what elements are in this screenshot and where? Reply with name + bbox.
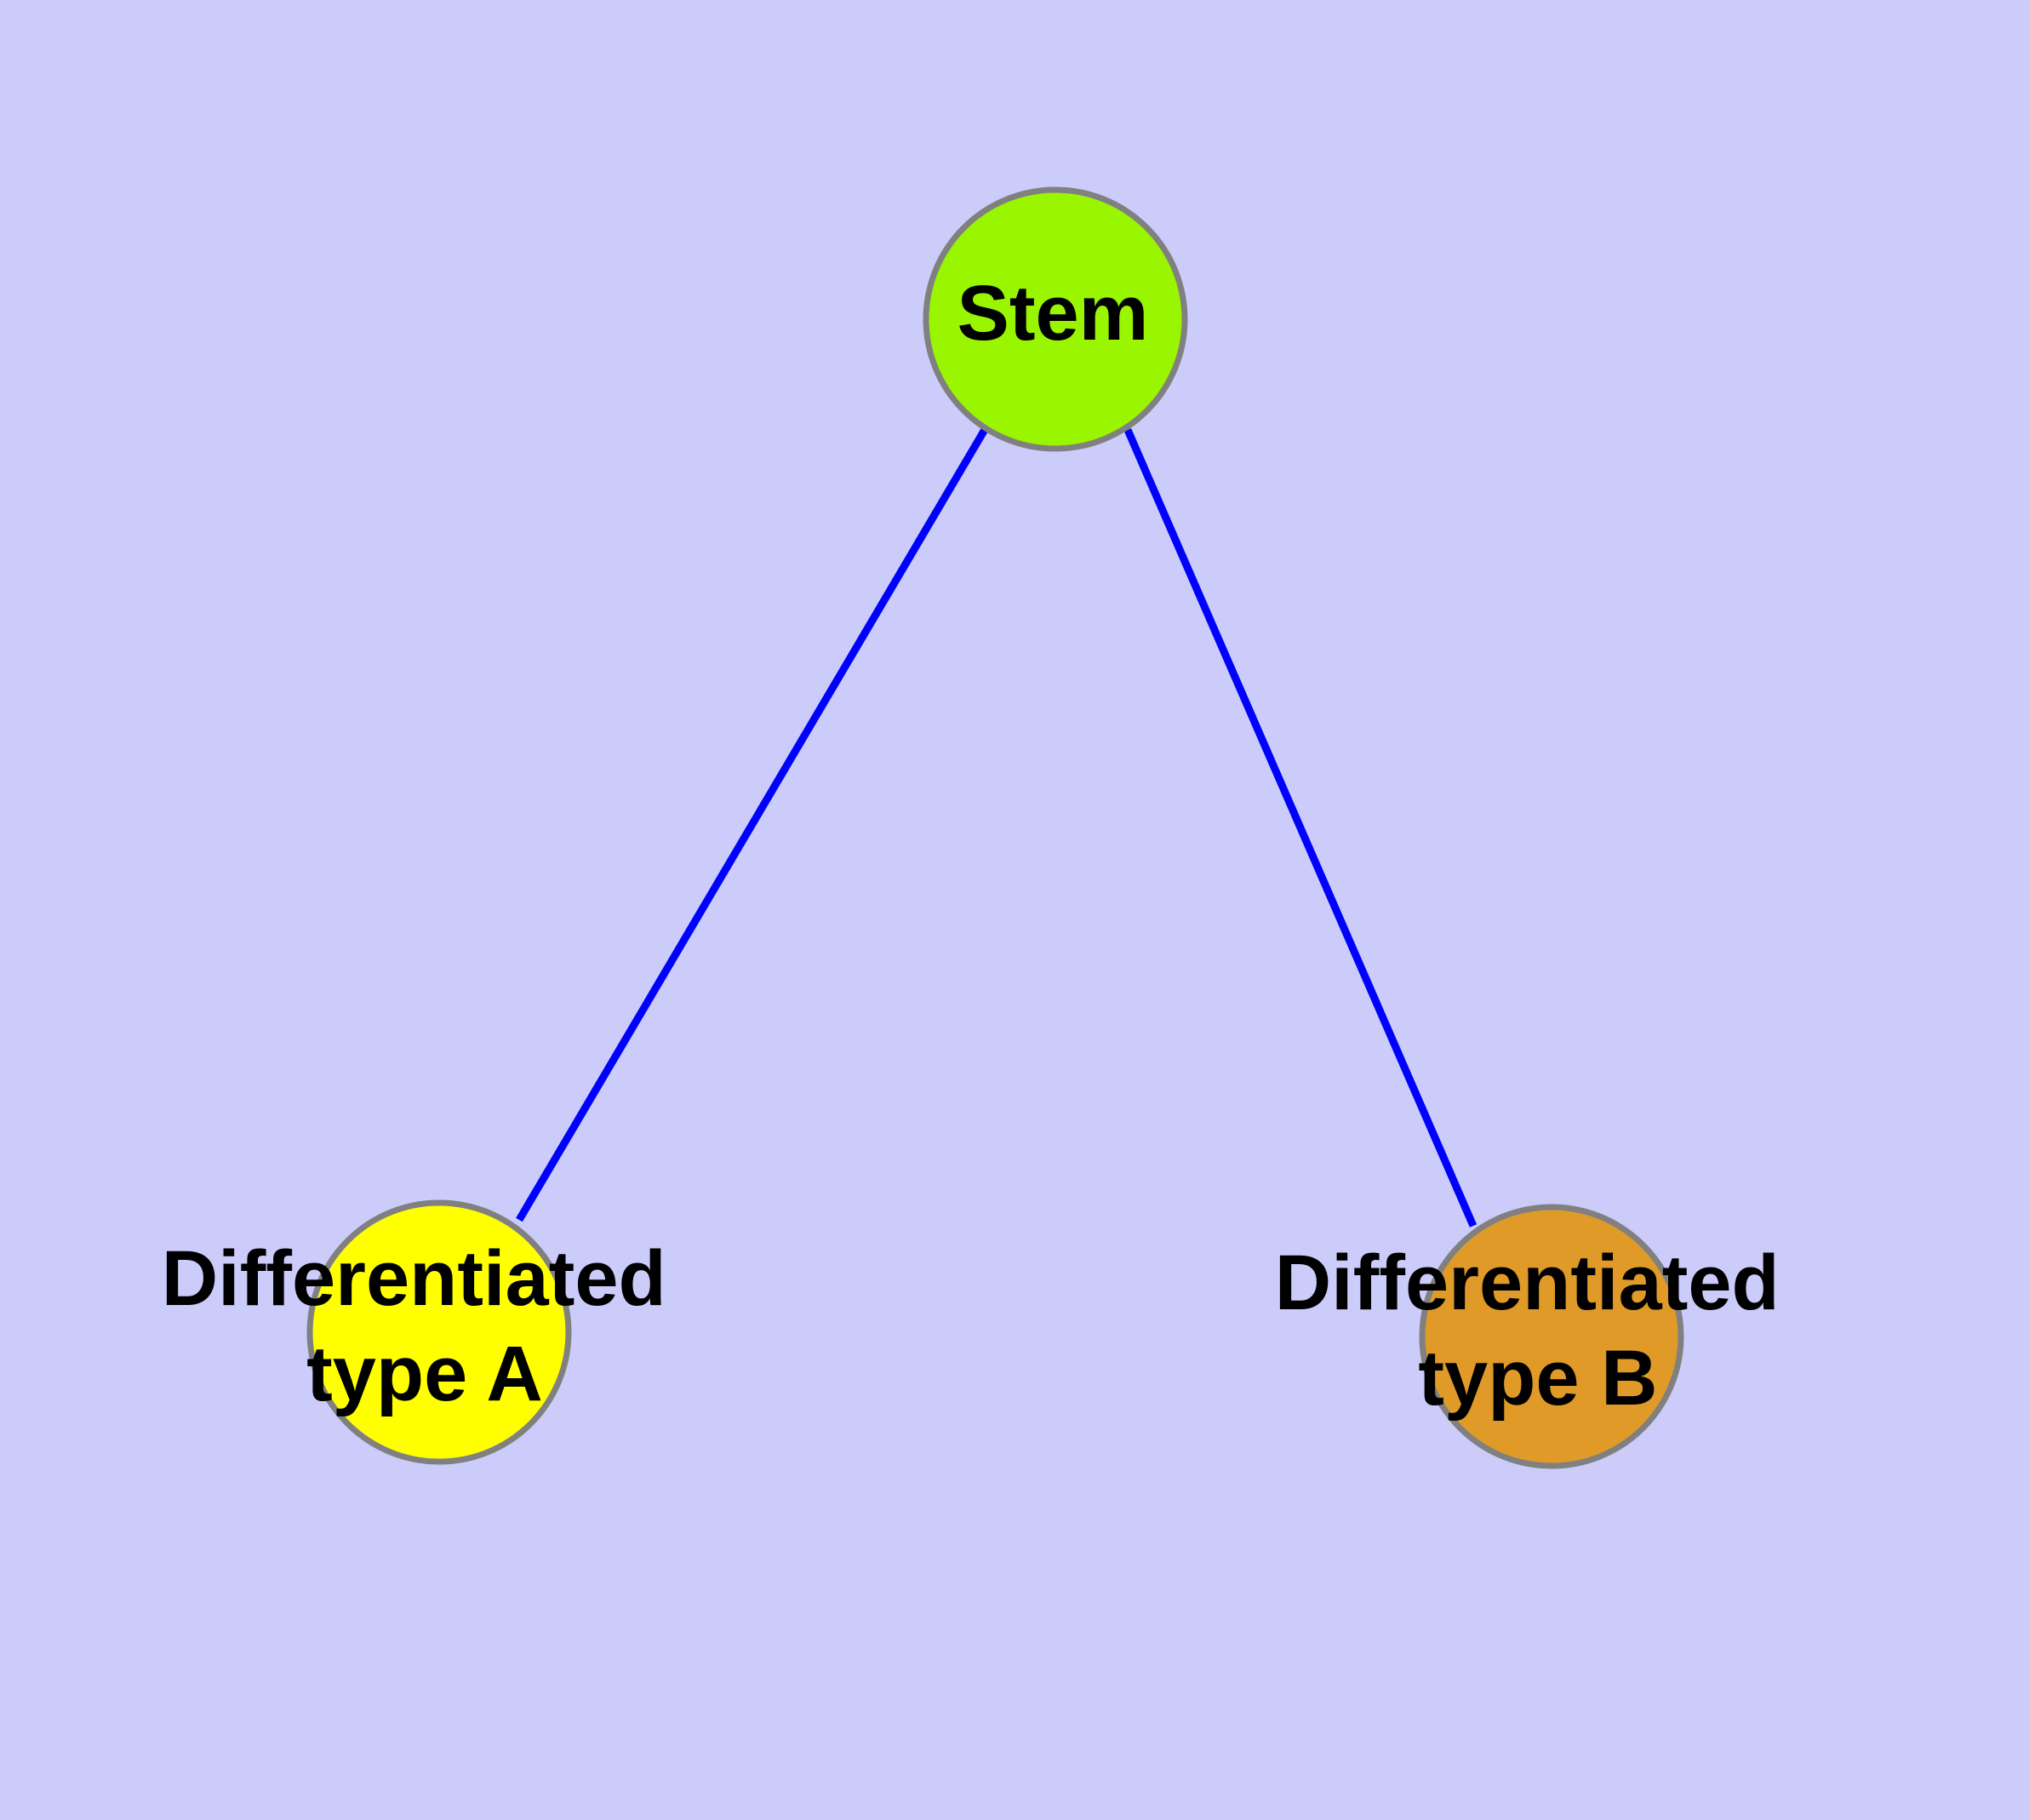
edge-stem-to-differentiated-type-b[interactable] bbox=[1123, 428, 1477, 1228]
node-differentiated-type-b-label-line2: type B bbox=[1418, 1335, 1657, 1422]
label-layer: Stem Differentiated type A Differentiate… bbox=[162, 270, 1802, 1422]
node-differentiated-type-a-label: Differentiated type A bbox=[162, 1235, 689, 1417]
node-differentiated-type-a-label-line2: type A bbox=[306, 1331, 543, 1417]
node-differentiated-type-b[interactable] bbox=[1419, 1204, 1684, 1469]
node-differentiated-type-a-circle[interactable] bbox=[306, 1199, 572, 1465]
edge-stem-to-differentiated-type-a[interactable] bbox=[516, 426, 989, 1222]
node-differentiated-type-a[interactable] bbox=[306, 1199, 572, 1465]
node-differentiated-type-b-label: Differentiated type B bbox=[1275, 1239, 1802, 1422]
node-differentiated-type-a-label-line1: Differentiated bbox=[162, 1235, 666, 1322]
node-stem-circle[interactable] bbox=[923, 186, 1188, 452]
node-stem-label: Stem bbox=[957, 270, 1149, 357]
node-layer bbox=[306, 186, 1684, 1469]
node-differentiated-type-b-circle[interactable] bbox=[1419, 1204, 1684, 1469]
node-stem-label-line1: Stem bbox=[957, 270, 1149, 357]
node-differentiated-type-b-label-line1: Differentiated bbox=[1275, 1239, 1780, 1326]
edge-layer bbox=[516, 426, 1477, 1228]
node-stem[interactable] bbox=[923, 186, 1188, 452]
